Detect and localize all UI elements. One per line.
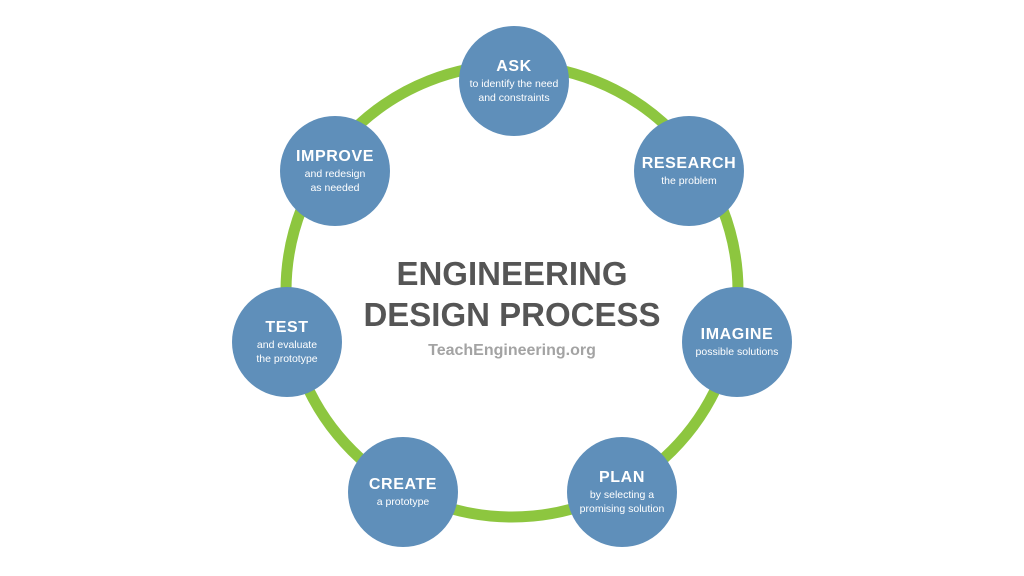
step-test-description: and evaluate the prototype bbox=[256, 339, 318, 365]
step-ask: ASK to identify the need and constraints bbox=[459, 26, 569, 136]
step-ask-description: to identify the need and constraints bbox=[469, 78, 559, 104]
diagram-subtitle: TeachEngineering.org bbox=[428, 342, 596, 359]
step-imagine: IMAGINE possible solutions bbox=[682, 287, 792, 397]
step-improve-description: and redesign as needed bbox=[304, 168, 366, 194]
step-create-title: CREATE bbox=[368, 476, 438, 493]
step-imagine-description: possible solutions bbox=[695, 346, 779, 358]
step-research-description: the problem bbox=[661, 175, 717, 187]
step-improve: IMPROVE and redesign as needed bbox=[280, 116, 390, 226]
step-create-description: a prototype bbox=[376, 496, 430, 508]
step-improve-title: IMPROVE bbox=[296, 148, 374, 165]
step-imagine-title: IMAGINE bbox=[700, 326, 774, 343]
step-research: RESEARCH the problem bbox=[634, 116, 744, 226]
step-test: TEST and evaluate the prototype bbox=[232, 287, 342, 397]
step-plan: PLAN by selecting a promising solution bbox=[567, 437, 677, 547]
step-ask-title: ASK bbox=[496, 58, 532, 75]
step-plan-description: by selecting a promising solution bbox=[579, 489, 665, 515]
step-test-title: TEST bbox=[265, 319, 309, 336]
diagram-title: ENGINEERING DESIGN PROCESS bbox=[363, 255, 661, 333]
step-plan-title: PLAN bbox=[599, 469, 645, 486]
step-create: CREATE a prototype bbox=[348, 437, 458, 547]
step-research-title: RESEARCH bbox=[641, 155, 737, 172]
